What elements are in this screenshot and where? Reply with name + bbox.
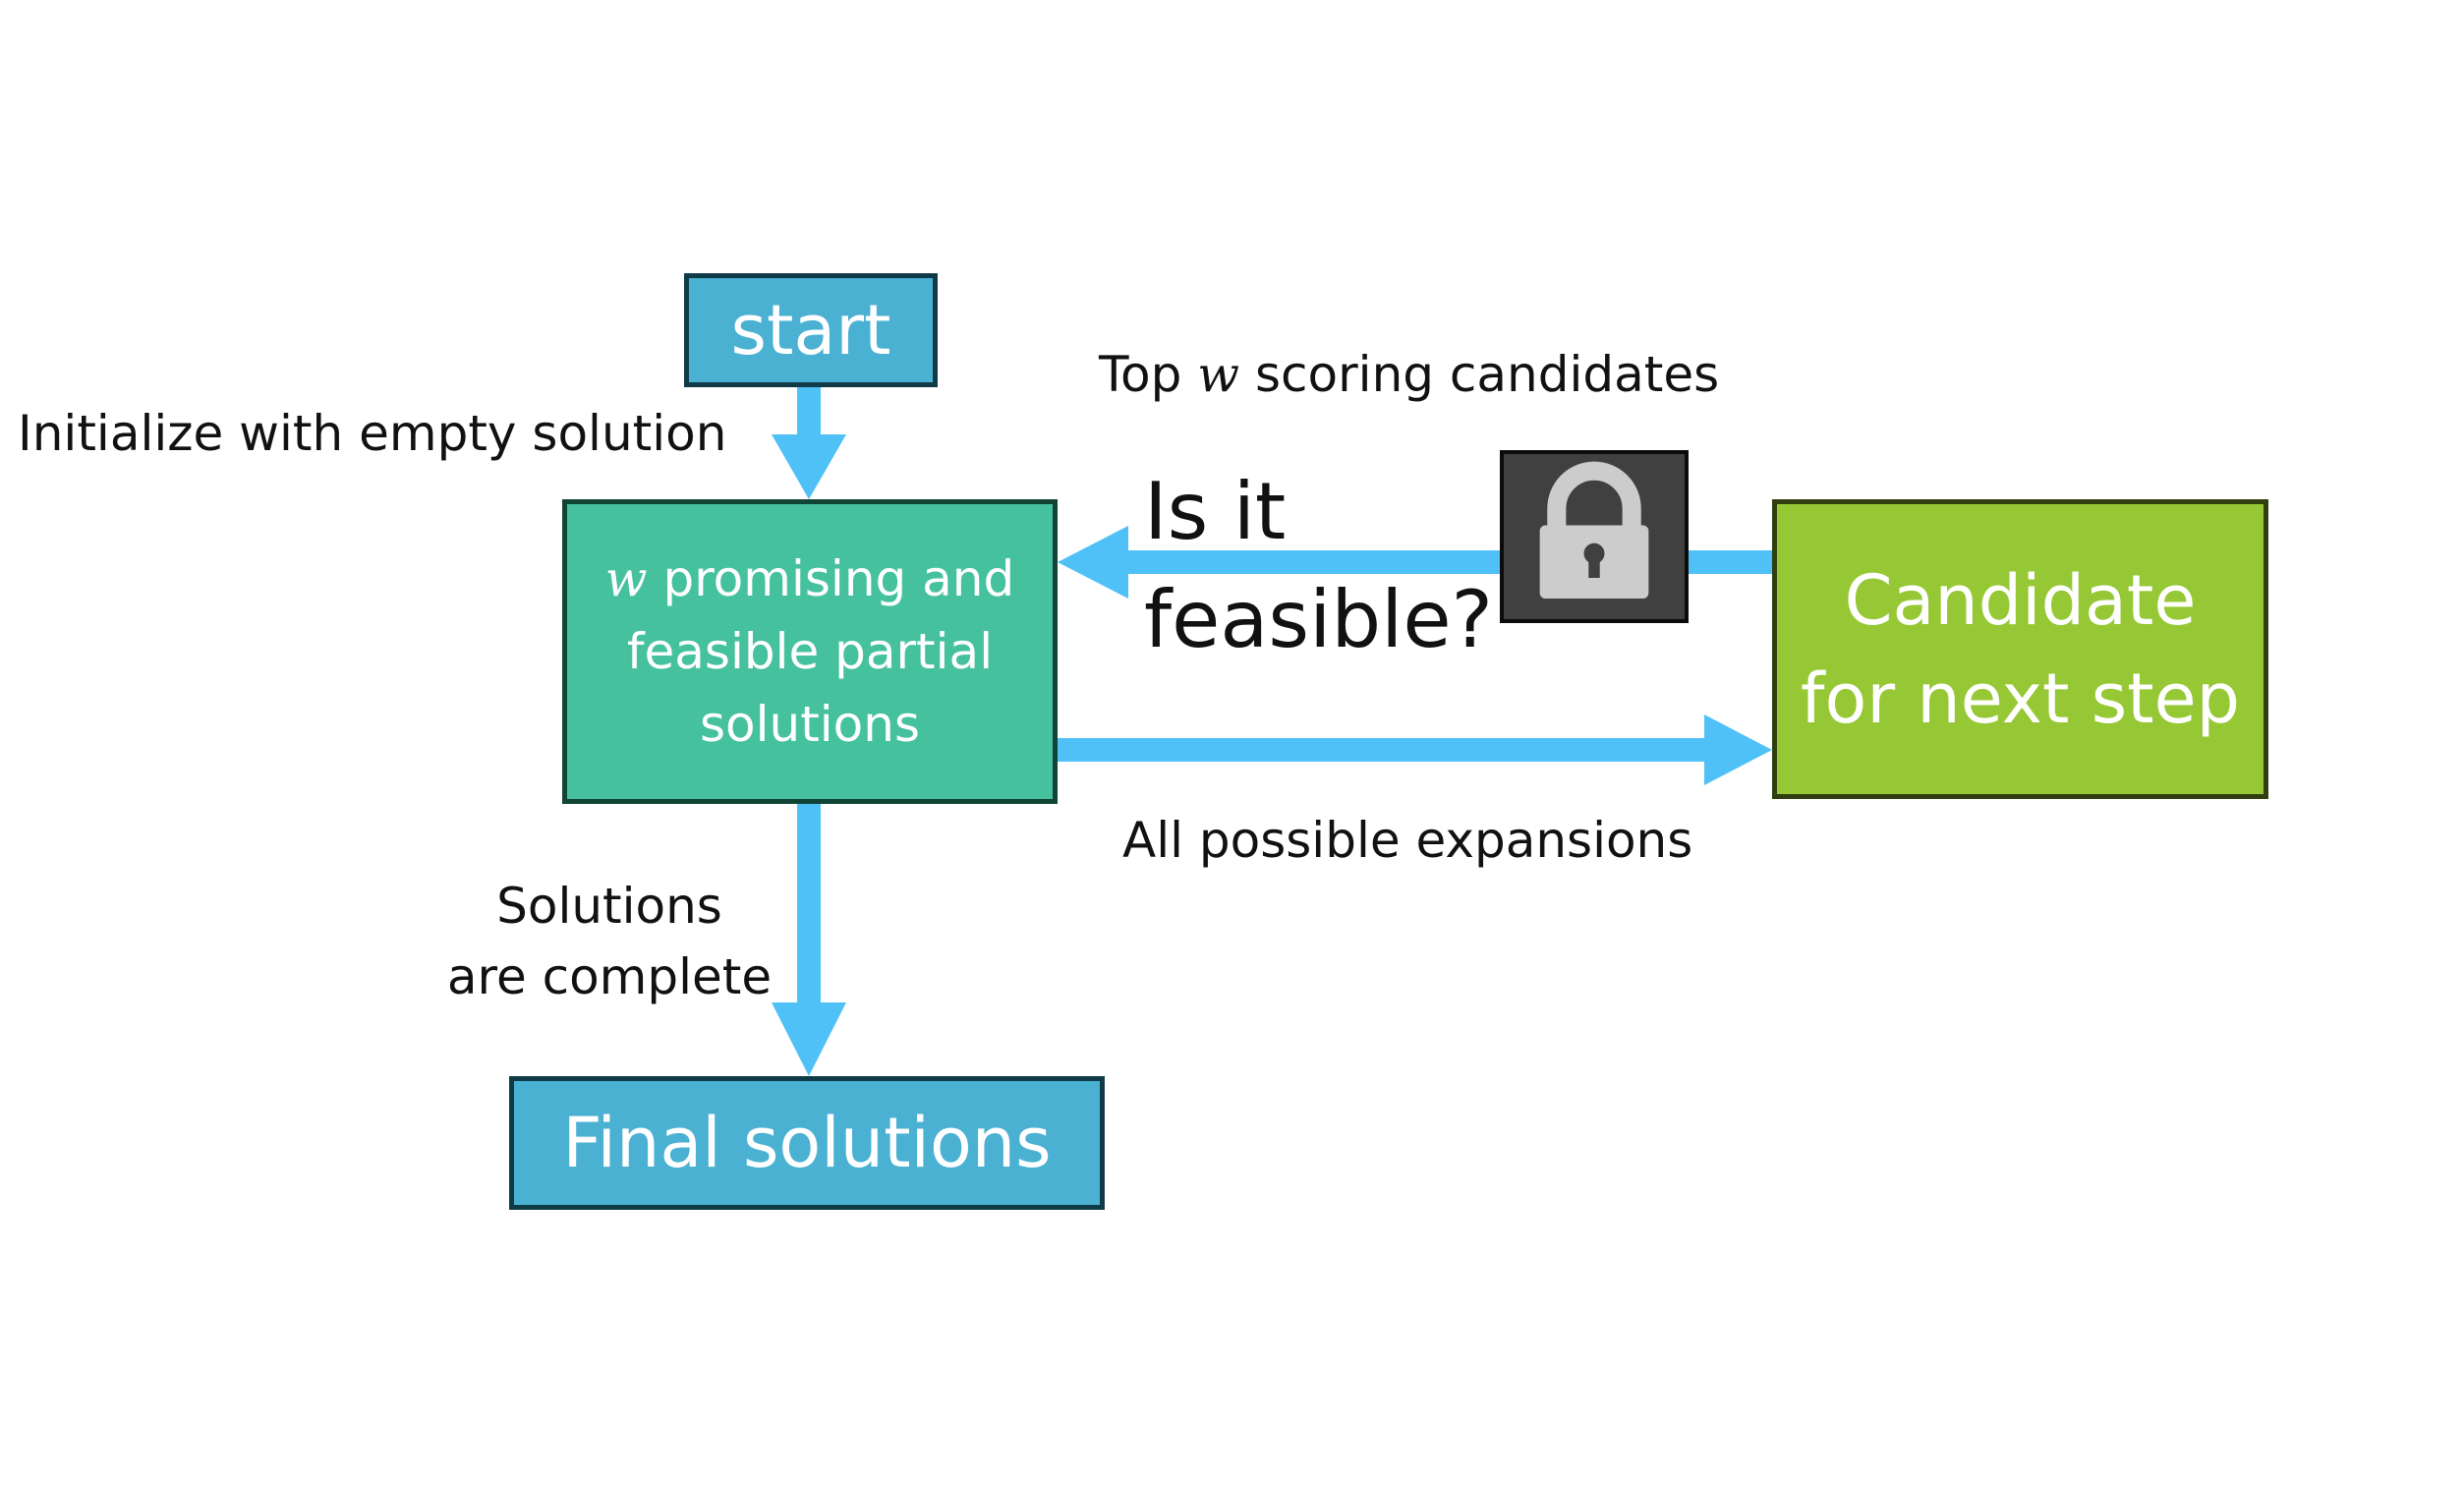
edge-label-solutions-complete: Solutions are complete <box>423 871 796 1012</box>
candidate-node: Candidate for next step <box>1772 499 2268 799</box>
edge-label-feasibility-check: Is it feasible? <box>1144 458 1498 674</box>
complete-line-2: are complete <box>446 948 773 1005</box>
start-node: start <box>684 273 938 387</box>
arrow-candidate-to-lock-shaft <box>1689 550 1772 574</box>
arrow-partial-to-final-shaft <box>797 804 821 1010</box>
final-solutions-node: Final solutions <box>509 1076 1105 1210</box>
arrow-partial-to-candidate-head <box>1704 714 1772 785</box>
complete-line-1: Solutions <box>496 878 722 935</box>
candidate-node-label: Candidate for next step <box>1801 551 2240 748</box>
partial-solutions-node: w promising and feasible partial solutio… <box>562 499 1058 804</box>
candidate-line-2: for next step <box>1800 657 2241 739</box>
partial-solutions-node-label: w promising and feasible partial solutio… <box>581 543 1039 761</box>
feasible-line-1: Is it <box>1144 466 1287 557</box>
arrow-lock-to-partial-shaft <box>1120 550 1500 574</box>
top-prefix: Top <box>1099 346 1198 403</box>
arrow-start-to-partial-head <box>772 434 846 499</box>
partial-solutions-text: promising and feasible partial solutions <box>626 550 1015 753</box>
feasibility-check-badge <box>1500 450 1689 623</box>
arrow-partial-to-candidate-shaft <box>1058 738 1708 762</box>
edge-label-initialize: Initialize with empty solution <box>18 405 727 462</box>
candidate-line-1: Candidate <box>1844 559 2197 641</box>
lock-icon <box>1539 461 1649 599</box>
start-node-label: start <box>730 290 891 371</box>
feasible-line-2: feasible? <box>1144 574 1493 665</box>
arrow-lock-to-partial-head <box>1058 526 1128 599</box>
final-solutions-node-label: Final solutions <box>562 1103 1052 1183</box>
beam-width-variable: w <box>604 550 648 607</box>
arrow-partial-to-final-head <box>772 1002 846 1076</box>
top-suffix: scoring candidates <box>1239 346 1720 403</box>
edge-label-expansions: All possible expansions <box>1122 812 1693 869</box>
edge-label-top-candidates: Top w scoring candidates <box>1099 346 1719 403</box>
top-beam-width-variable: w <box>1197 346 1240 403</box>
